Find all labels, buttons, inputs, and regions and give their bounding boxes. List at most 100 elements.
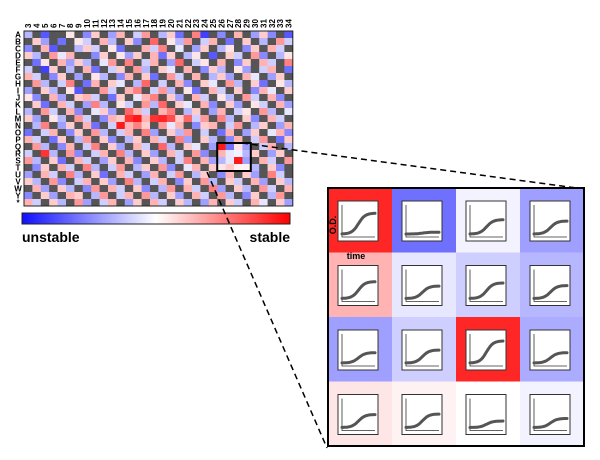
column-label: 29 <box>243 19 252 28</box>
heatmap-cell <box>158 73 168 81</box>
growth-curve <box>340 351 377 365</box>
heatmap-cell <box>200 80 210 88</box>
heatmap-cell <box>166 45 176 53</box>
heatmap-cell <box>150 178 159 186</box>
heatmap-cell <box>259 136 268 144</box>
heatmap-cell <box>158 45 168 53</box>
heatmap-cell <box>158 101 168 109</box>
heatmap-cell <box>276 171 285 179</box>
heatmap-cell <box>208 52 218 60</box>
heatmap-cell <box>66 52 75 60</box>
heatmap-cell <box>284 143 294 151</box>
heatmap-cell <box>74 185 84 193</box>
heatmap-cell <box>66 164 75 172</box>
heatmap-cell <box>217 115 226 123</box>
heatmap-cell <box>225 136 235 144</box>
heatmap-cell <box>91 80 100 88</box>
column-label: 26 <box>217 19 226 28</box>
heatmap-cell <box>133 38 142 46</box>
heatmap-cell <box>284 59 294 67</box>
heatmap-cell <box>242 164 252 172</box>
heatmap-cell <box>200 129 210 137</box>
column-label: 3 <box>24 23 33 28</box>
heatmap-cell <box>99 164 109 172</box>
heatmap-cell <box>150 157 159 165</box>
heatmap-cell <box>166 150 176 158</box>
heatmap-cell <box>234 52 243 60</box>
colorbar-left-label: unstable <box>22 229 80 245</box>
heatmap-cell <box>57 59 67 67</box>
heatmap-cell <box>276 101 285 109</box>
heatmap-cell <box>40 192 50 200</box>
heatmap-cell <box>192 66 201 74</box>
heatmap-cell <box>208 45 218 53</box>
heatmap-cell <box>276 94 285 102</box>
heatmap-cell <box>99 45 109 53</box>
heatmap-cell <box>208 199 218 207</box>
heatmap-cell <box>32 115 42 123</box>
heatmap-cell <box>200 108 210 116</box>
heatmap-cell <box>141 38 151 46</box>
growth-plot-frame <box>529 329 571 371</box>
heatmap-cell <box>217 178 226 186</box>
heatmap-cell <box>276 73 285 81</box>
heatmap-cell <box>133 31 142 39</box>
heatmap-cell <box>82 192 92 200</box>
heatmap-cell <box>158 31 168 39</box>
growth-curve <box>340 280 377 300</box>
heatmap-cell <box>192 38 201 46</box>
heatmap-cell <box>133 150 142 158</box>
heatmap-cell <box>284 45 294 53</box>
heatmap-cell <box>91 122 100 130</box>
heatmap-cell <box>133 143 142 151</box>
heatmap-cell <box>32 129 42 137</box>
heatmap-cell <box>267 150 277 158</box>
heatmap-cell <box>284 94 294 102</box>
heatmap-cell <box>183 94 193 102</box>
heatmap-cell <box>40 38 50 46</box>
heatmap-cell <box>276 129 285 137</box>
heatmap-cell <box>24 157 33 165</box>
heatmap-cell <box>208 136 218 144</box>
heatmap-cell <box>250 115 260 123</box>
heatmap-cell <box>225 129 235 137</box>
heatmap-cell <box>141 73 151 81</box>
heatmap-cell <box>234 115 243 123</box>
heatmap-cell <box>141 143 151 151</box>
heatmap-cell <box>57 171 67 179</box>
heatmap-cell <box>82 108 92 116</box>
heatmap-cell <box>40 199 50 207</box>
heatmap-cell <box>141 164 151 172</box>
heatmap-cell <box>250 185 260 193</box>
heatmap-cell <box>116 45 126 53</box>
heatmap-cell <box>208 115 218 123</box>
heatmap-cell <box>166 178 176 186</box>
growth-plot-axes <box>469 398 503 431</box>
heatmap-cell <box>141 59 151 67</box>
heatmap-cell <box>133 94 142 102</box>
heatmap-cell <box>234 31 243 39</box>
heatmap-cell <box>116 164 126 172</box>
heatmap-cell <box>49 38 58 46</box>
heatmap-cell <box>217 192 226 200</box>
heatmap-cell <box>133 52 142 60</box>
heatmap-cell <box>24 122 33 130</box>
heatmap-cell <box>250 38 260 46</box>
heatmap-cell <box>49 143 58 151</box>
heatmap-cell <box>91 136 100 144</box>
heatmap-cell <box>284 115 294 123</box>
heatmap-cell <box>66 73 75 81</box>
row-label: T <box>16 164 21 173</box>
heatmap-cell <box>208 38 218 46</box>
heatmap-cell <box>74 31 84 39</box>
heatmap-cell <box>158 178 168 186</box>
column-label: 16 <box>133 19 142 28</box>
heatmap-cell <box>234 38 243 46</box>
heatmap-cell <box>116 115 126 123</box>
heatmap-cell <box>24 80 33 88</box>
colorbar-right-label: stable <box>250 229 291 245</box>
heatmap-cell <box>32 185 42 193</box>
heatmap-cell <box>242 80 252 88</box>
heatmap-cell <box>124 59 134 67</box>
heatmap-cell <box>250 66 260 74</box>
